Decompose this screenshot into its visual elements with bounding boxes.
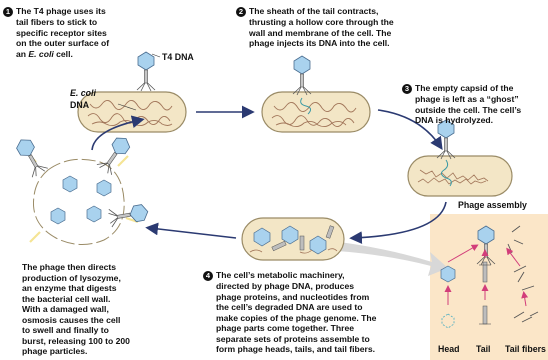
head-label: Head — [438, 344, 460, 354]
step-5-line-9: phage particles. — [22, 346, 130, 357]
phage-ghost — [437, 120, 455, 159]
step-2-number: 2 — [236, 7, 246, 17]
ecoli-label: E. coli — [70, 88, 96, 98]
step-4-line-8: form phage heads, tails, and tail fibers… — [203, 344, 376, 355]
step-3-line-1: The empty capsid of the — [415, 83, 513, 93]
ecoli-dna-label: DNA — [70, 100, 89, 110]
phage-injecting — [293, 56, 311, 95]
step-4-line-2: directed by phage DNA, produces — [203, 281, 376, 292]
t4-dna-label: T4 DNA — [162, 52, 194, 62]
step-5-line-3: an enzyme that digests — [22, 283, 130, 294]
step-1-number: 1 — [3, 7, 13, 17]
cell-replication — [242, 218, 344, 260]
step-4-line-5: make copies of the phage genome. The — [203, 313, 376, 324]
step-1-line-4: on the outer surface of — [3, 38, 109, 49]
step-4-line-1: The cell’s metabolic machinery, — [216, 270, 344, 280]
tail-fibers-label: Tail fibers — [505, 344, 546, 354]
cell-attachment — [78, 92, 186, 132]
step-2-line-4: phage injects its DNA into the cell. — [236, 38, 394, 49]
cell-injection — [262, 92, 370, 132]
step-5-line-1: The phage then directs — [22, 262, 130, 273]
phage-attached-1 — [137, 52, 155, 91]
step-3-number: 3 — [402, 84, 412, 94]
cell-ghost — [408, 156, 512, 196]
arrow-4-to-5 — [150, 228, 236, 238]
step-5-line-5: With a damaged wall, — [22, 304, 130, 315]
step-5-text: The phage then directs production of lys… — [22, 262, 130, 357]
step-3-line-2: phage is left as a “ghost” — [402, 94, 521, 105]
step-1-line-3: specific receptor sites — [3, 28, 109, 39]
tail-label: Tail — [476, 344, 491, 354]
step-2-line-3: wall and membrane of the cell. The — [236, 28, 394, 39]
step-5-line-6: osmosis causes the cell — [22, 315, 130, 326]
step-4-line-6: phage parts come together. Three — [203, 323, 376, 334]
step-5-line-8: burst, releasing 100 to 200 — [22, 336, 130, 347]
step-5-line-2: production of lysozyme, — [22, 273, 130, 284]
step-4-line-7: separate sets of proteins assemble to — [203, 334, 376, 345]
cell-burst — [26, 152, 138, 245]
step-5-line-4: the bacterial cell wall. — [22, 294, 130, 305]
step-3-line-3: outside the cell. The cell’s — [402, 105, 521, 116]
step-3-line-4: DNA is hydrolyzed. — [402, 115, 521, 126]
step-2-line-2: thrusting a hollow core through the — [236, 17, 394, 28]
step-1-line-1: The T4 phage uses its — [16, 6, 106, 16]
step-1-line-5: an E. coli cell. — [3, 49, 109, 60]
step-4-line-3: phage proteins, and nucleotides from — [203, 292, 376, 303]
step-5-line-7: to swell and finally to — [22, 325, 130, 336]
phage-assembly-title: Phage assembly — [458, 200, 527, 210]
step-4-number: 4 — [203, 271, 213, 281]
phage-released-1 — [13, 135, 48, 178]
step-4-line-4: the cell’s degraded DNA are used to — [203, 302, 376, 313]
step-2-line-1: The sheath of the tail contracts, — [249, 6, 378, 16]
step-1-line-2: tail fibers to stick to — [3, 17, 109, 28]
